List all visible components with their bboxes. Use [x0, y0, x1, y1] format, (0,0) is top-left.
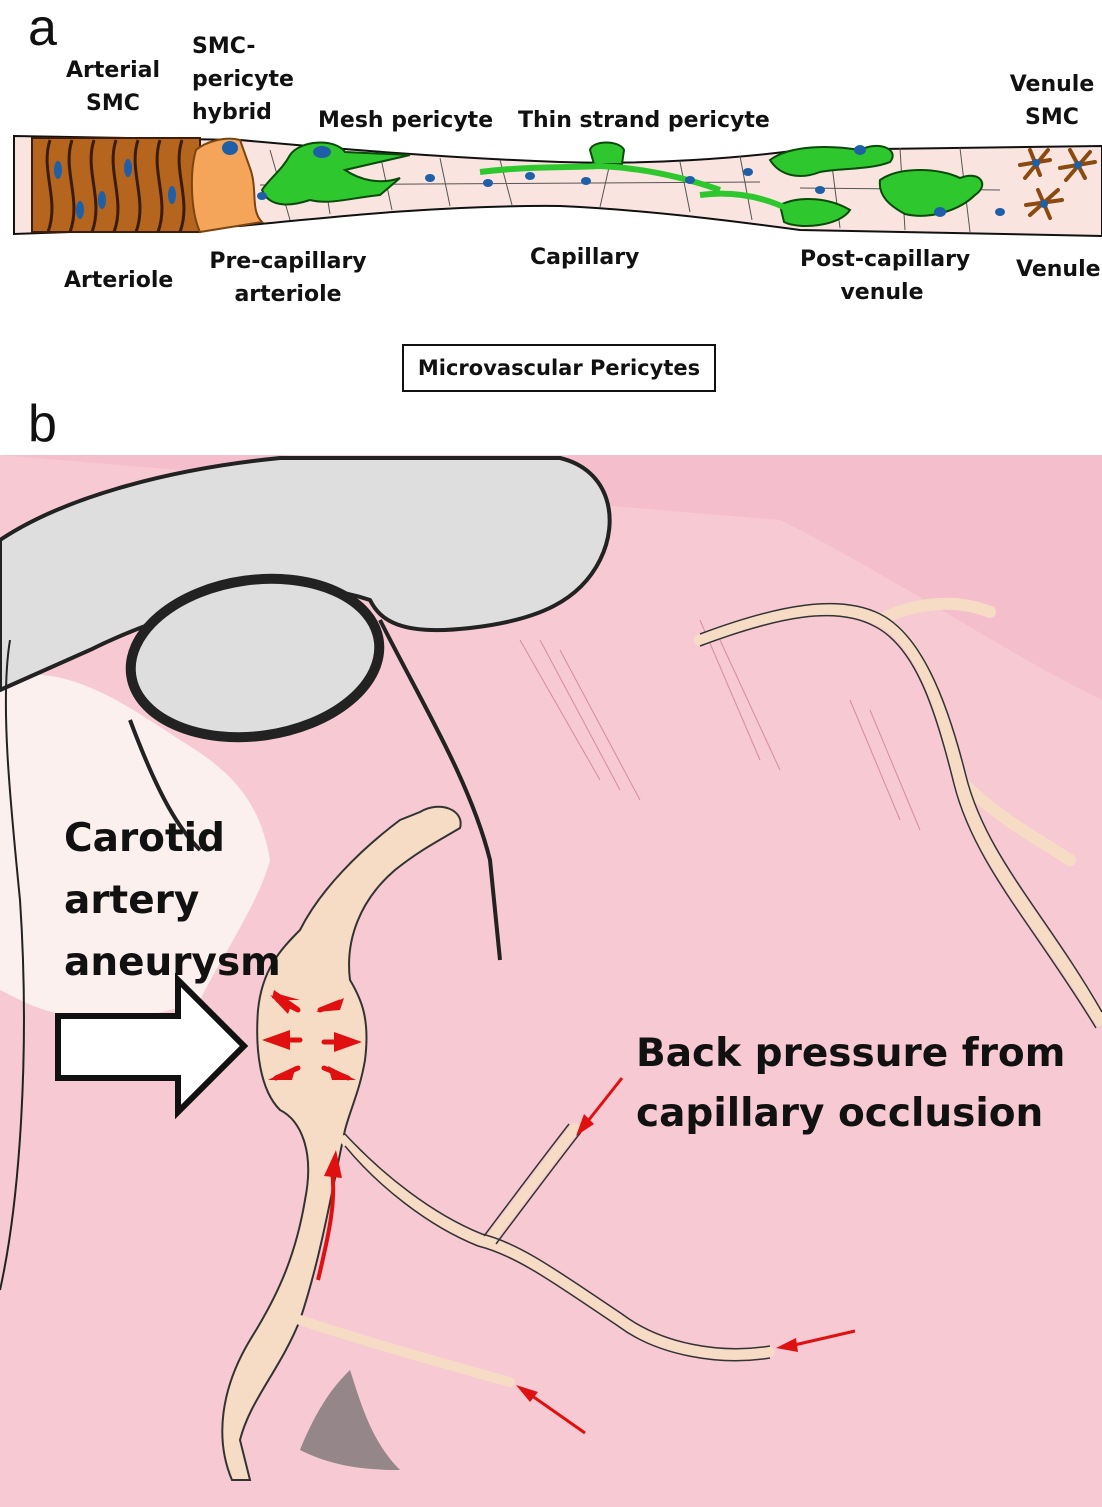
back-pressure-label: Back pressure from capillary occlusion: [636, 1024, 1065, 1144]
carotid-aneurysm-label: Carotid artery aneurysm: [64, 808, 281, 994]
